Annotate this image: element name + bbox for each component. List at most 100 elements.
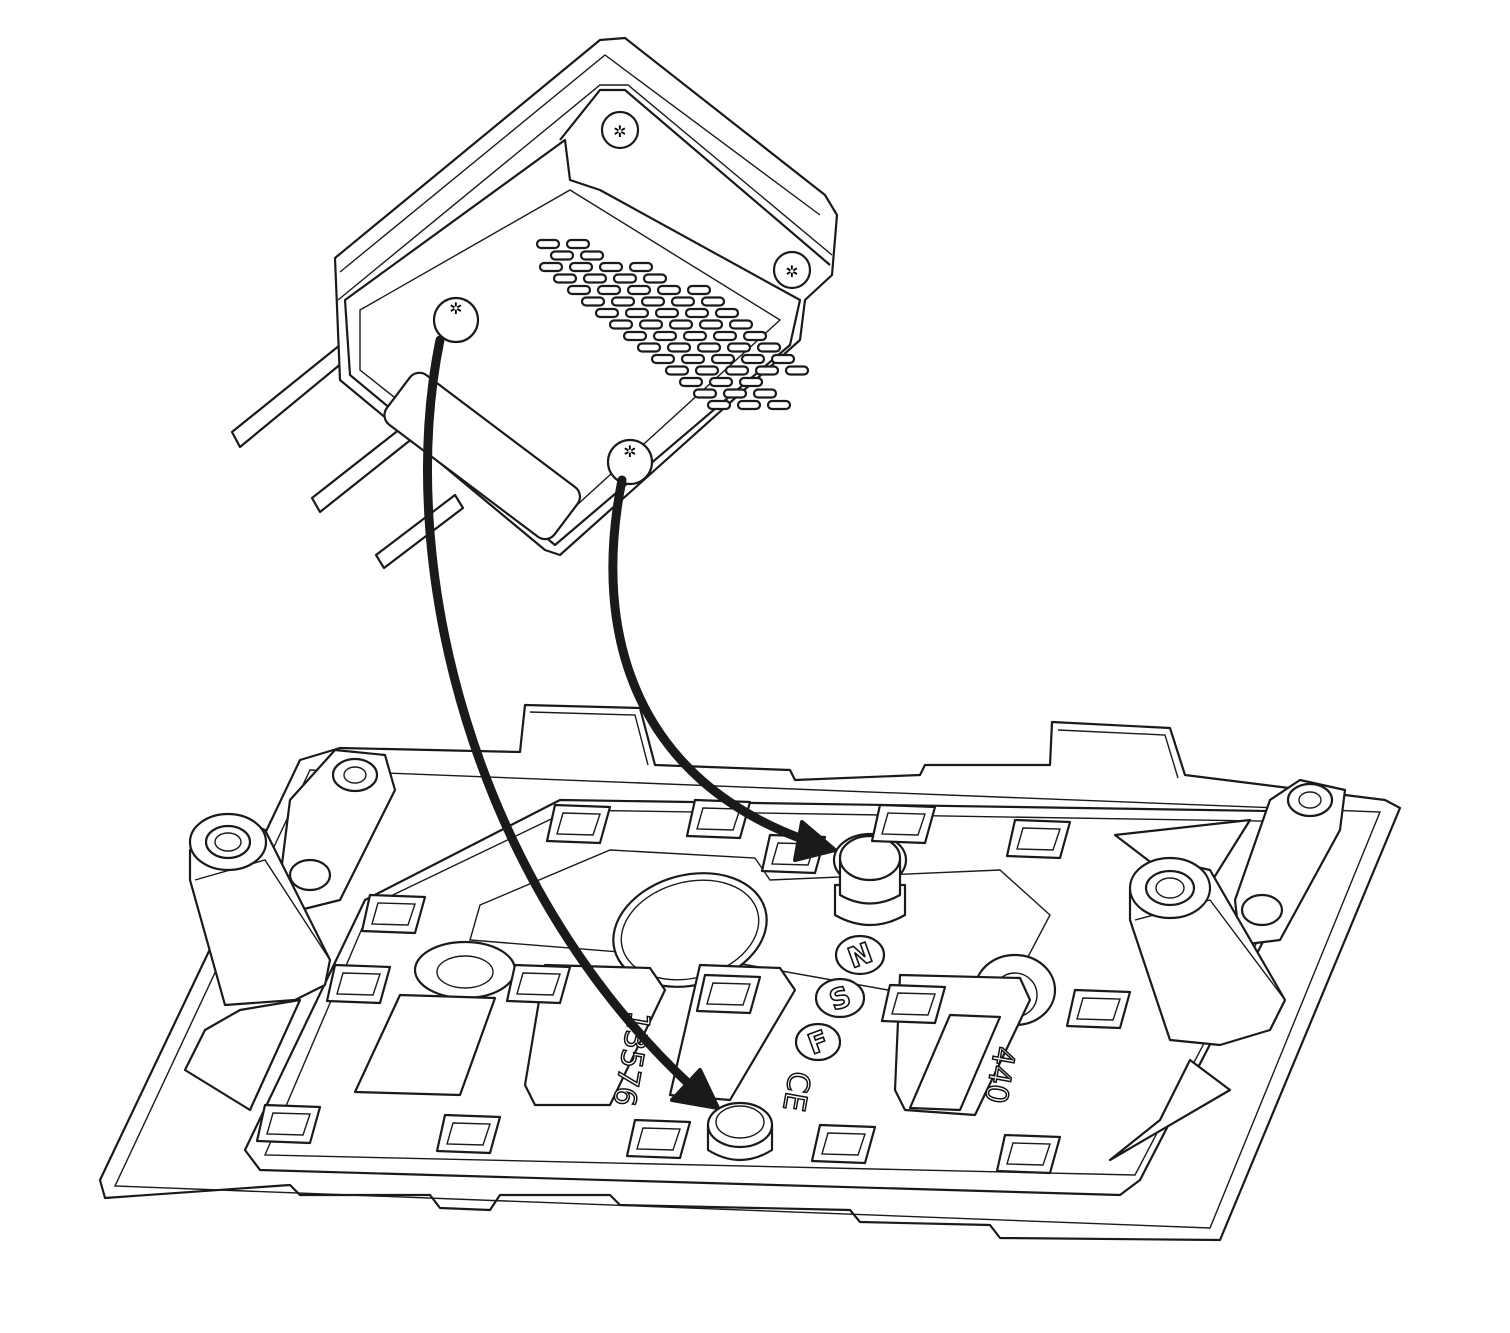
vent-slot <box>652 330 678 342</box>
left-standoff <box>188 812 332 1007</box>
vent-slot <box>594 307 620 319</box>
vent-slot <box>686 284 712 296</box>
vent-slot <box>610 296 636 307</box>
vent-slot <box>726 342 752 353</box>
vent-slot <box>626 284 652 296</box>
square-window-inner <box>556 812 601 836</box>
square-window <box>255 1103 322 1145</box>
vent-slot <box>668 319 694 330</box>
vent-slot <box>756 342 782 353</box>
marking-s: S <box>814 977 866 1018</box>
assembly-arrows <box>423 335 837 1110</box>
vent-slot <box>754 365 780 376</box>
vent-slot <box>568 261 594 273</box>
vent-slot <box>770 353 796 365</box>
marking-f: F <box>794 1023 842 1062</box>
square-window <box>810 1123 877 1165</box>
square-window-inner <box>446 1122 491 1146</box>
vent-slot <box>692 388 718 399</box>
vent-slot <box>708 376 734 388</box>
vent-slot <box>784 365 810 376</box>
vent-slot <box>598 261 624 273</box>
vent-slot <box>710 353 736 365</box>
vent-slot <box>640 296 666 307</box>
square-window-inner <box>516 972 561 996</box>
ce-marking: CE <box>775 1069 816 1114</box>
svg-text:✲: ✲ <box>623 442 636 461</box>
vent-slot <box>638 319 664 330</box>
square-window-inner <box>1016 827 1061 851</box>
vent-slot <box>722 388 748 399</box>
right-corner-mount <box>1233 778 1347 947</box>
svg-text:✲: ✲ <box>785 262 798 281</box>
vent-slot <box>712 330 738 342</box>
square-window <box>1065 988 1132 1030</box>
right-standoff <box>1128 856 1287 1047</box>
vent-slot <box>742 330 768 342</box>
upper-mounting-pin <box>832 832 908 926</box>
vent-slot <box>678 376 704 388</box>
square-window <box>325 963 392 1005</box>
square-windows <box>255 798 1132 1175</box>
svg-text:✲: ✲ <box>613 122 626 141</box>
screw-right: ✲ <box>772 250 812 290</box>
mounting-plate: N S F CE 13576 440 <box>98 703 1402 1242</box>
square-window-inner <box>1076 997 1121 1021</box>
square-window <box>880 983 947 1025</box>
vent-slot <box>565 238 591 250</box>
left-oval-hole <box>413 940 517 1000</box>
square-window <box>870 803 937 845</box>
vent-slot <box>538 261 564 273</box>
vent-slot <box>752 388 778 399</box>
vent-slot <box>670 296 696 307</box>
square-window-inner <box>636 1127 681 1151</box>
vent-slot <box>682 330 708 342</box>
vent-slot <box>656 284 682 296</box>
svg-text:✲: ✲ <box>449 299 462 318</box>
vent-slot <box>694 365 720 376</box>
square-window <box>995 1133 1062 1175</box>
vent-slot <box>724 365 750 376</box>
right-slot <box>1108 1058 1232 1162</box>
screw-top: ✲ <box>600 110 640 150</box>
square-window <box>545 803 612 845</box>
central-recess <box>469 849 1051 1011</box>
vent-slot <box>622 330 648 342</box>
device-module: ✲ ✲ ✲ ✲ <box>230 36 839 570</box>
vent-slot <box>706 399 732 411</box>
vent-slot <box>680 353 706 365</box>
square-window-inner <box>1006 1142 1051 1166</box>
left-corner-mount <box>278 748 397 912</box>
vent-slot <box>612 273 638 284</box>
vent-slot <box>700 296 726 307</box>
square-window-inner <box>266 1112 311 1136</box>
vent-slot <box>738 376 764 388</box>
ventilation-slots <box>535 238 810 411</box>
square-window <box>1005 818 1072 860</box>
square-window-inner <box>336 972 381 996</box>
square-window <box>695 973 762 1015</box>
square-window-inner <box>696 807 741 831</box>
square-window <box>625 1118 692 1160</box>
vent-slot <box>566 284 592 296</box>
square-window-inner <box>891 992 936 1016</box>
vent-slot <box>736 399 762 411</box>
vent-slot <box>582 273 608 284</box>
screw-left: ✲ <box>432 296 480 344</box>
square-window <box>435 1113 502 1155</box>
right-large-window <box>908 1013 1002 1112</box>
vent-slot <box>728 319 754 330</box>
vent-slot <box>580 296 606 307</box>
vent-slot <box>636 342 662 353</box>
vent-slot <box>684 307 710 319</box>
vent-slot <box>766 399 792 411</box>
vent-slot <box>535 238 561 250</box>
vent-slot <box>654 307 680 319</box>
vent-slot <box>596 284 622 296</box>
square-window-inner <box>371 902 416 926</box>
arrow-left-screw-to-lower-pin <box>423 335 695 1090</box>
lower-mounting-pin <box>706 1101 774 1161</box>
vent-slot <box>696 342 722 353</box>
